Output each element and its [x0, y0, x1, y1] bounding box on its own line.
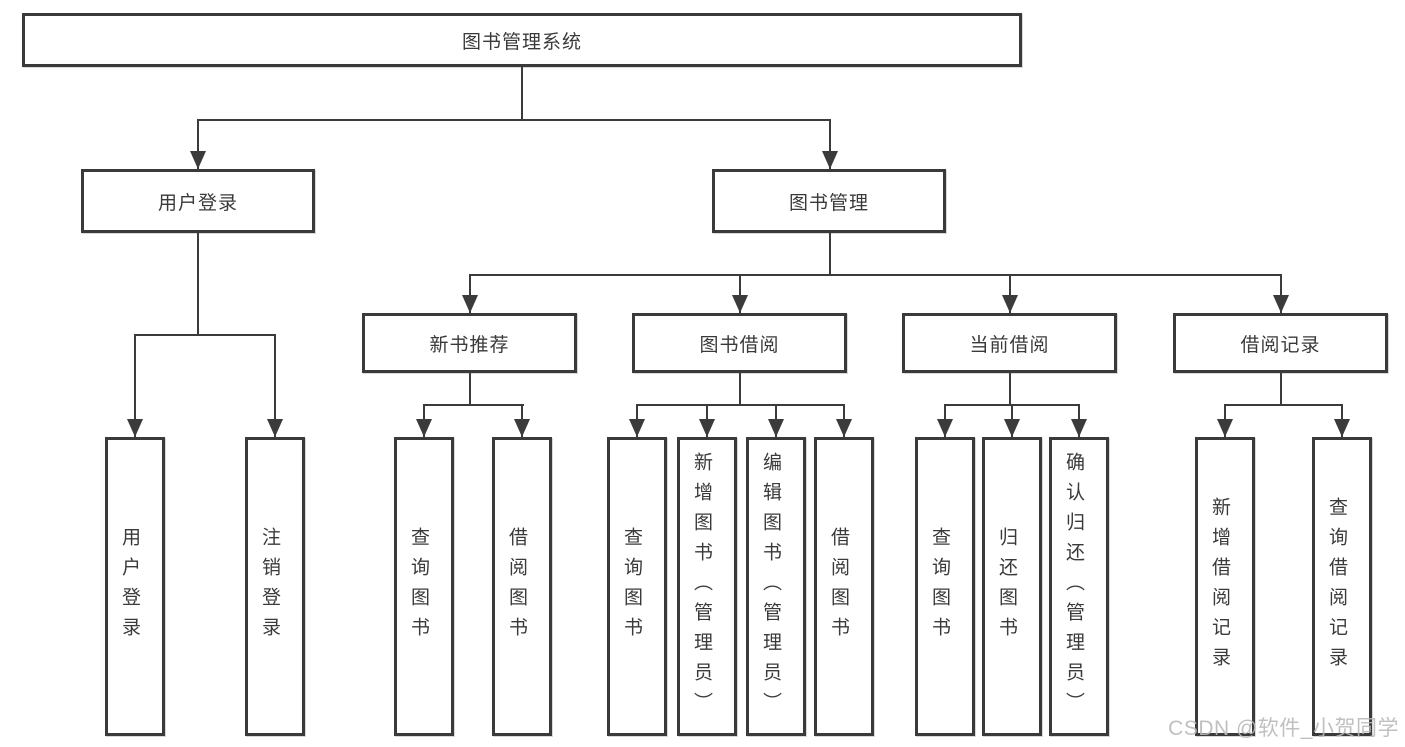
node-library-management-system: 图书管理系统 [22, 13, 1022, 67]
node-label: 查询借阅记录 [1326, 496, 1347, 677]
connector-arrow [462, 274, 478, 313]
csdn-watermark: CSDN @软件_小贺同学 [1168, 717, 1399, 740]
connector-arrow [127, 334, 143, 437]
connector-line [134, 334, 276, 336]
node-label: 借阅图书 [506, 526, 527, 647]
connector-arrow [514, 404, 530, 437]
connector-line [1280, 372, 1282, 405]
connector-arrow [699, 404, 715, 437]
connector-line [197, 119, 831, 121]
node-new-book-recommend: 新书推荐 [362, 313, 577, 373]
connector-arrow [937, 404, 953, 437]
connector-line [829, 232, 831, 276]
connector-arrow [836, 404, 852, 437]
node-label: 归还图书 [996, 526, 1017, 647]
node-label: 确认归还（管理员） [1063, 451, 1084, 722]
connector-line [636, 404, 845, 406]
connector-arrow [416, 404, 432, 437]
connector-line [521, 67, 523, 120]
node-borrow-books-action: 借阅图书 [814, 437, 874, 736]
connector-arrow [267, 334, 283, 437]
connector-line [197, 232, 199, 335]
connector-arrow [629, 404, 645, 437]
node-return-book: 归还图书 [982, 437, 1042, 736]
node-query-books-current: 查询图书 [915, 437, 975, 736]
node-label: 查询图书 [929, 526, 950, 647]
node-confirm-return-admin: 确认归还（管理员） [1049, 437, 1109, 736]
node-user-login-action: 用户登录 [105, 437, 165, 736]
connector-line [469, 274, 1282, 276]
connector-arrow [768, 404, 784, 437]
node-add-book-admin: 新增图书（管理员） [677, 437, 737, 736]
connector-arrow [190, 119, 206, 169]
connector-line [1224, 404, 1343, 406]
node-label: 新增图书（管理员） [691, 451, 712, 722]
node-label: 查询图书 [408, 526, 429, 647]
connector-arrow [1002, 274, 1018, 313]
node-label: 用户登录 [119, 526, 140, 647]
node-book-borrowing: 图书借阅 [632, 313, 847, 373]
node-query-borrow-record: 查询借阅记录 [1312, 437, 1372, 736]
connector-arrow [1071, 404, 1087, 437]
connector-line [1009, 372, 1011, 405]
node-borrowing-records: 借阅记录 [1173, 313, 1388, 373]
node-query-books-recommend: 查询图书 [394, 437, 454, 736]
connector-line [739, 372, 741, 405]
node-current-borrowing: 当前借阅 [902, 313, 1117, 373]
node-logout: 注销登录 [245, 437, 305, 736]
connector-arrow [822, 119, 838, 169]
node-book-management: 图书管理 [712, 169, 946, 233]
node-borrow-books-recommend: 借阅图书 [492, 437, 552, 736]
node-user-login: 用户登录 [81, 169, 315, 233]
connector-line [469, 372, 471, 405]
connector-arrow [1004, 404, 1020, 437]
node-label: 新增借阅记录 [1209, 496, 1230, 677]
node-edit-book-admin: 编辑图书（管理员） [746, 437, 806, 736]
node-label: 编辑图书（管理员） [760, 451, 781, 722]
connector-arrow [1334, 404, 1350, 437]
node-query-books-borrow: 查询图书 [607, 437, 667, 736]
connector-arrow [732, 274, 748, 313]
node-label: 查询图书 [621, 526, 642, 647]
connector-arrow [1273, 274, 1289, 313]
connector-line [424, 404, 524, 406]
node-label: 借阅图书 [828, 526, 849, 647]
node-add-borrow-record: 新增借阅记录 [1195, 437, 1255, 736]
node-label: 注销登录 [259, 526, 280, 647]
connector-arrow [1217, 404, 1233, 437]
